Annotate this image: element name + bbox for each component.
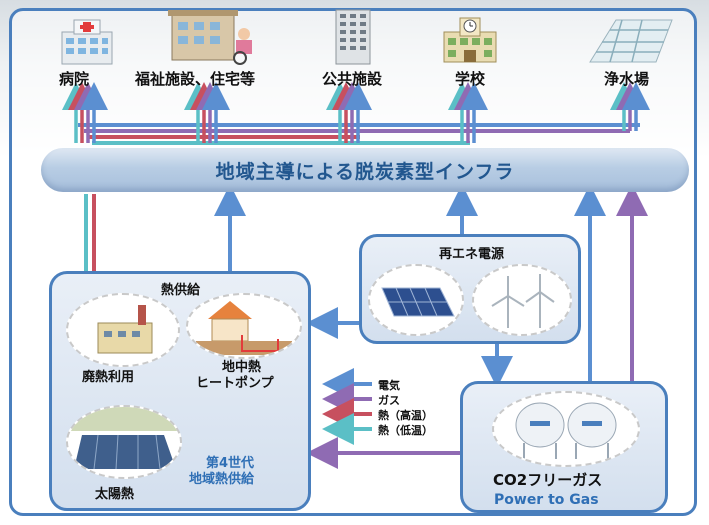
solar-panel-icon bbox=[381, 287, 455, 317]
welfare-facility-icon bbox=[168, 10, 252, 65]
generation-label-2: 地域熱供給 bbox=[189, 472, 255, 487]
facility-label-school: 学校 bbox=[455, 70, 486, 88]
facility-label-welfare: 福祉施設、住宅等 bbox=[135, 70, 256, 88]
legend-heat-high: 熱（高温） bbox=[378, 409, 433, 422]
solar-pv-circle bbox=[368, 264, 464, 336]
legend-gas: ガス bbox=[378, 394, 400, 407]
renewable-title: 再エネ電源 bbox=[439, 247, 505, 262]
geothermal-label-2: ヒートポンプ bbox=[196, 376, 274, 391]
solar-heat-panel-icon bbox=[68, 407, 180, 470]
waste-heat-label: 廃熱利用 bbox=[82, 370, 135, 385]
geothermal-circle bbox=[186, 293, 302, 359]
solar-heat-circle bbox=[66, 405, 182, 479]
geothermal-house-icon bbox=[196, 301, 292, 355]
hospital-icon bbox=[61, 19, 113, 65]
heat-supply-title: 熱供給 bbox=[161, 283, 201, 298]
facility-label-hospital: 病院 bbox=[59, 70, 90, 88]
gas-tank-circle bbox=[492, 391, 640, 467]
wind-circle bbox=[472, 264, 572, 336]
infrastructure-bar: 地域主導による脱炭素型インフラ bbox=[41, 148, 689, 192]
facility-label-public: 公共施設 bbox=[322, 70, 383, 88]
school-icon bbox=[443, 17, 497, 63]
infrastructure-label: 地域主導による脱炭素型インフラ bbox=[215, 160, 515, 183]
legend-electricity: 電気 bbox=[378, 379, 400, 392]
wind-turbine-icon bbox=[491, 274, 555, 328]
water-plant-icon bbox=[589, 19, 673, 63]
generation-label-1: 第4世代 bbox=[206, 456, 255, 471]
gas-tank-icon bbox=[515, 402, 617, 459]
power-to-gas-label: Power to Gas bbox=[494, 492, 599, 508]
public-facility-icon bbox=[335, 9, 371, 65]
facility-label-water: 浄水場 bbox=[604, 70, 650, 88]
solar-heat-label: 太陽熱 bbox=[95, 487, 135, 502]
geothermal-label-1: 地中熱 bbox=[222, 360, 262, 375]
gas-label: CO2フリーガス bbox=[493, 471, 603, 489]
waste-heat-circle bbox=[66, 293, 180, 367]
factory-icon bbox=[97, 305, 153, 354]
legend-heat-low: 熱（低温） bbox=[378, 424, 433, 437]
